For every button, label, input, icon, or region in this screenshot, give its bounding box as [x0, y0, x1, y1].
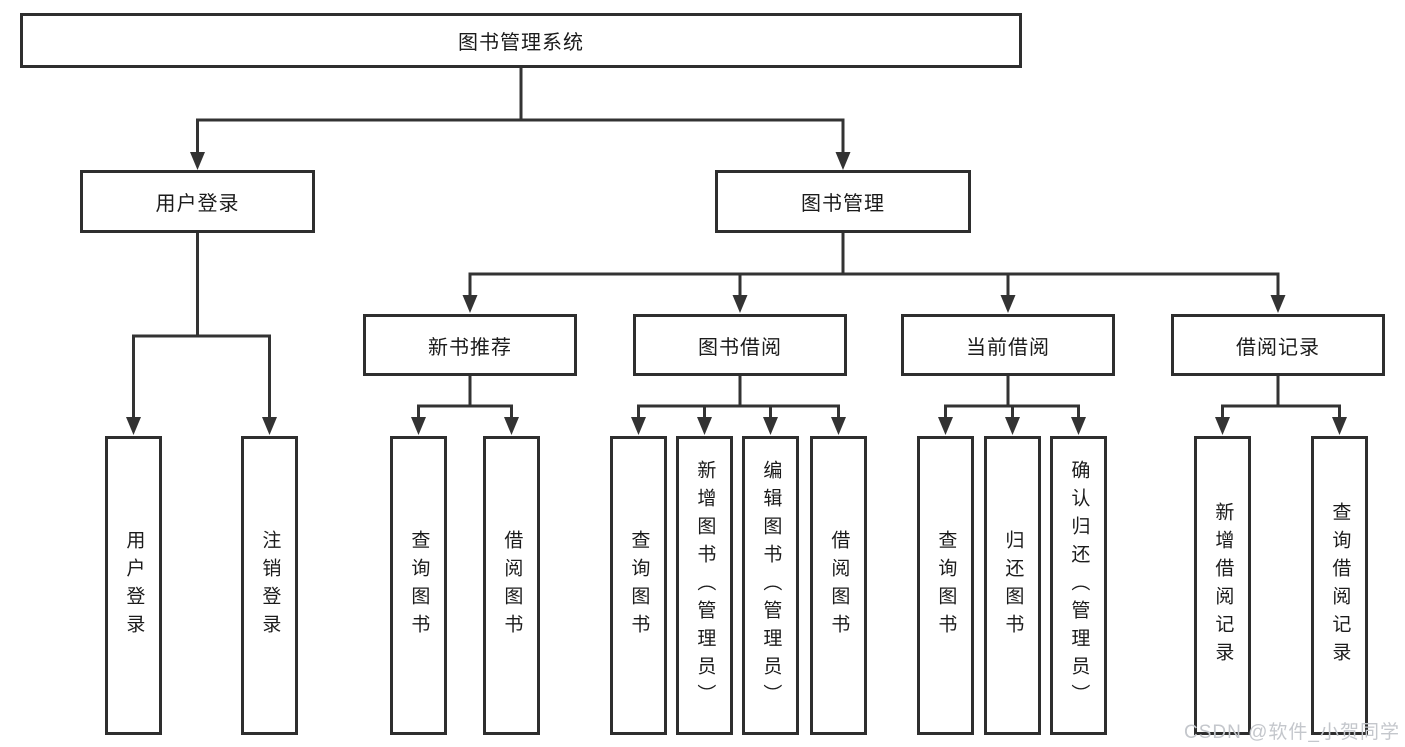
arrowhead-icon [504, 417, 519, 435]
node-label: 图书管理系统 [458, 32, 584, 54]
arrowhead-icon [1005, 417, 1020, 435]
leaf-logout: 注销登录 [241, 436, 298, 735]
arrowhead-icon [763, 417, 778, 435]
leaf-return-books: 归还图书 [984, 436, 1041, 735]
node-label: 图书管理 [801, 193, 885, 215]
node-user-login: 用户登录 [80, 170, 315, 233]
edge-book-management-to-children [462, 233, 1286, 313]
edge-user-login-to-children [126, 233, 277, 435]
edge-borrow-records-to-children [1215, 376, 1347, 435]
arrowhead-icon [1071, 417, 1086, 435]
arrowhead-icon [1215, 417, 1230, 435]
node-new-book-recommend: 新书推荐 [363, 314, 577, 376]
arrowhead-icon [1332, 417, 1347, 435]
node-label: 图书借阅 [698, 336, 782, 359]
node-label: 借阅图书 [501, 529, 523, 642]
node-book-borrow: 图书借阅 [633, 314, 847, 376]
leaf-query-borrow-record: 查询借阅记录 [1311, 436, 1368, 735]
edge-root-to-level2 [190, 68, 851, 170]
arrowhead-icon [697, 417, 712, 435]
arrowhead-icon [938, 417, 953, 435]
edge-book-borrow-to-children [631, 376, 846, 435]
leaf-borrow-books: 借阅图书 [810, 436, 867, 735]
leaf-recommend-query-books: 查询图书 [390, 436, 447, 735]
leaf-recommend-borrow-books: 借阅图书 [483, 436, 540, 735]
node-label: 编辑图书（管理员） [760, 459, 782, 712]
arrowhead-icon [631, 417, 646, 435]
arrowhead-icon [1000, 295, 1016, 313]
node-label: 查询图书 [628, 529, 650, 642]
arrowhead-icon [732, 295, 748, 313]
node-label: 确认归还（管理员） [1068, 459, 1090, 712]
arrowhead-icon [262, 417, 277, 435]
node-label: 注销登录 [259, 529, 281, 642]
node-book-management: 图书管理 [715, 170, 971, 233]
arrowhead-icon [831, 417, 846, 435]
arrowhead-icon [190, 152, 205, 170]
node-borrow-records: 借阅记录 [1171, 314, 1385, 376]
leaf-user-login: 用户登录 [105, 436, 162, 735]
node-label: 当前借阅 [966, 336, 1050, 359]
leaf-current-query-books: 查询图书 [917, 436, 974, 735]
node-current-borrow: 当前借阅 [901, 314, 1115, 376]
leaf-borrow-query-books: 查询图书 [610, 436, 667, 735]
leaf-add-borrow-record: 新增借阅记录 [1194, 436, 1251, 735]
node-label: 新增借阅记录 [1212, 501, 1234, 670]
node-root-system: 图书管理系统 [20, 13, 1022, 68]
node-label: 新书推荐 [428, 336, 512, 359]
arrowhead-icon [835, 152, 851, 170]
node-label: 用户登录 [123, 529, 145, 642]
node-label: 借阅记录 [1236, 336, 1320, 359]
node-label: 借阅图书 [828, 529, 850, 642]
arrowhead-icon [411, 417, 426, 435]
edge-current-borrow-to-children [938, 376, 1086, 435]
leaf-edit-books-admin: 编辑图书（管理员） [742, 436, 799, 735]
node-label: 查询图书 [408, 529, 430, 642]
leaf-confirm-return-admin: 确认归还（管理员） [1050, 436, 1107, 735]
edge-recommend-to-children [411, 376, 519, 435]
csdn-watermark: CSDN @软件_小贺同学 [1184, 722, 1400, 743]
arrowhead-icon [462, 295, 478, 313]
leaf-add-books-admin: 新增图书（管理员） [676, 436, 733, 735]
arrowhead-icon [1270, 295, 1286, 313]
node-label: 查询图书 [935, 529, 957, 642]
node-label: 用户登录 [155, 193, 240, 215]
arrowhead-icon [126, 417, 141, 435]
node-label: 归还图书 [1002, 529, 1024, 642]
node-label: 新增图书（管理员） [694, 459, 716, 712]
node-label: 查询借阅记录 [1329, 501, 1351, 670]
